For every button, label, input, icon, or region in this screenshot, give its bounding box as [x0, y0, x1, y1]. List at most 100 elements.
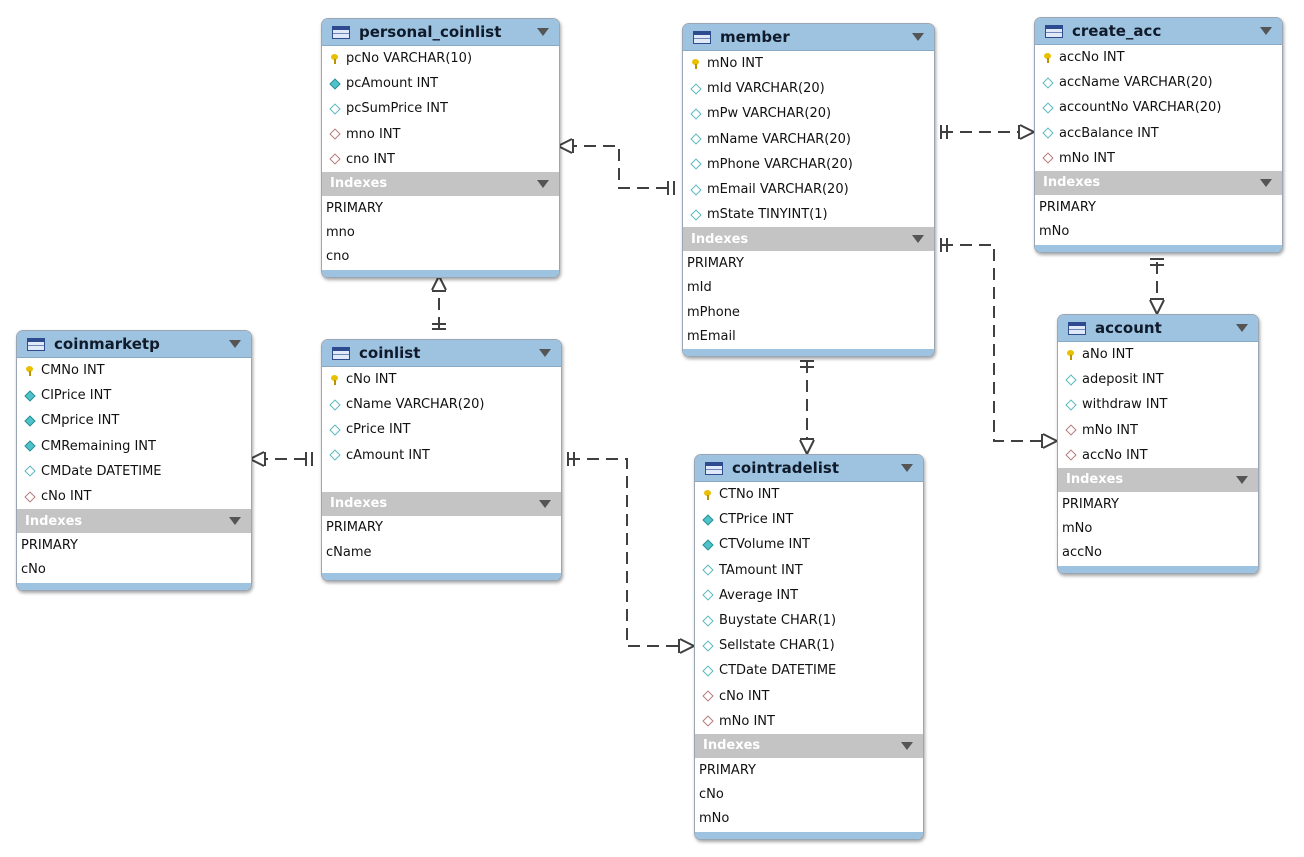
column-row[interactable]: pcAmount INT [322, 71, 559, 96]
indexes-header[interactable]: Indexes [695, 733, 923, 758]
column-row[interactable]: mNo INT [1035, 146, 1282, 171]
index-row[interactable]: PRIMARY [326, 200, 383, 216]
column-row[interactable]: mNo INT [695, 709, 923, 734]
table-header[interactable]: coinlist [322, 340, 561, 367]
table-header[interactable]: member [683, 24, 934, 51]
collapse-caret-icon[interactable] [1236, 324, 1248, 332]
index-row[interactable]: cName [326, 544, 372, 560]
column-row[interactable]: accNo INT [1035, 45, 1282, 70]
table-header[interactable]: create_acc [1035, 18, 1282, 45]
column-row[interactable]: mno INT [322, 122, 559, 147]
index-row[interactable]: mNo [1062, 520, 1093, 536]
column-row[interactable]: pcNo VARCHAR(10) [322, 46, 559, 71]
collapse-caret-icon[interactable] [1236, 475, 1248, 484]
indexes-header[interactable]: Indexes [683, 227, 934, 252]
column-row[interactable]: cPrice INT [322, 417, 561, 442]
column-row[interactable]: mState TINYINT(1) [683, 202, 934, 227]
table-header[interactable]: cointradelist [695, 455, 923, 482]
column-row[interactable]: adeposit INT [1058, 367, 1258, 392]
column-row[interactable]: pcSumPrice INT [322, 96, 559, 121]
table-header[interactable]: personal_coinlist [322, 19, 559, 46]
index-row[interactable]: cNo [699, 786, 724, 802]
column-icon [703, 590, 713, 600]
index-row[interactable]: mPhone [687, 304, 740, 320]
collapse-caret-icon[interactable] [1260, 178, 1272, 187]
column-row[interactable]: CMRemaining INT [17, 434, 251, 459]
index-row[interactable]: mno [326, 224, 355, 240]
index-row[interactable]: cno [326, 249, 350, 265]
collapse-caret-icon[interactable] [1260, 27, 1272, 35]
column-name: cName VARCHAR(20) [346, 397, 485, 413]
column-row[interactable]: mId VARCHAR(20) [683, 76, 934, 101]
index-row[interactable]: PRIMARY [326, 520, 383, 536]
index-row[interactable]: PRIMARY [1039, 199, 1096, 215]
collapse-caret-icon[interactable] [539, 349, 551, 357]
column-row[interactable]: cNo INT [17, 484, 251, 509]
collapse-caret-icon[interactable] [537, 28, 549, 36]
column-row[interactable]: Sellstate CHAR(1) [695, 633, 923, 658]
column-row[interactable]: withdraw INT [1058, 392, 1258, 417]
column-row[interactable]: Buystate CHAR(1) [695, 608, 923, 633]
table-header[interactable]: coinmarketp [17, 331, 251, 358]
index-row[interactable]: mEmail [687, 328, 736, 344]
indexes-header[interactable]: Indexes [322, 491, 561, 516]
index-row[interactable]: PRIMARY [21, 537, 78, 553]
column-row[interactable]: CTDate DATETIME [695, 658, 923, 683]
column-row[interactable]: accBalance INT [1035, 121, 1282, 146]
index-row[interactable]: mId [687, 280, 712, 296]
column-row[interactable]: CMNo INT [17, 358, 251, 383]
column-row[interactable]: mName VARCHAR(20) [683, 127, 934, 152]
column-row[interactable]: cNo INT [695, 684, 923, 709]
column-row[interactable]: mPw VARCHAR(20) [683, 101, 934, 126]
column-row[interactable]: CMDate DATETIME [17, 459, 251, 484]
column-row[interactable]: mNo INT [1058, 418, 1258, 443]
collapse-caret-icon[interactable] [539, 499, 551, 508]
column-row[interactable]: CTPrice INT [695, 507, 923, 532]
index-row[interactable]: mNo [699, 811, 730, 827]
column-row[interactable]: CMprice INT [17, 408, 251, 433]
column-row[interactable]: accNo INT [1058, 443, 1258, 468]
column-row[interactable]: accName VARCHAR(20) [1035, 70, 1282, 95]
collapse-caret-icon[interactable] [537, 179, 549, 188]
index-row[interactable]: PRIMARY [699, 762, 756, 778]
column-row[interactable]: TAmount INT [695, 558, 923, 583]
collapse-caret-icon[interactable] [912, 33, 924, 41]
column-row[interactable]: cNo INT [322, 367, 561, 392]
column-row[interactable]: cName VARCHAR(20) [322, 392, 561, 417]
column-row[interactable]: aNo INT [1058, 342, 1258, 367]
collapse-caret-icon[interactable] [229, 340, 241, 348]
table-icon [1045, 24, 1063, 38]
column-row[interactable]: Average INT [695, 583, 923, 608]
column-row[interactable]: mNo INT [683, 51, 934, 76]
column-row[interactable]: cAmount INT [322, 443, 561, 468]
index-row[interactable]: PRIMARY [1062, 496, 1119, 512]
index-row[interactable]: accNo [1062, 545, 1102, 561]
table-header[interactable]: account [1058, 315, 1258, 342]
column-row[interactable]: mEmail VARCHAR(20) [683, 177, 934, 202]
index-row[interactable]: cNo [21, 562, 46, 578]
indexes-header[interactable]: Indexes [1035, 170, 1282, 195]
indexes-header[interactable]: Indexes [322, 171, 559, 196]
indexes-header[interactable]: Indexes [17, 509, 251, 534]
indexes-header[interactable]: Indexes [1058, 467, 1258, 492]
column-row[interactable]: cno INT [322, 147, 559, 172]
collapse-caret-icon[interactable] [229, 517, 241, 526]
collapse-caret-icon[interactable] [901, 741, 913, 750]
column-row[interactable]: CTVolume INT [695, 532, 923, 557]
column-row[interactable]: CIPrice INT [17, 383, 251, 408]
collapse-caret-icon[interactable] [901, 464, 913, 472]
column-row[interactable]: mPhone VARCHAR(20) [683, 152, 934, 177]
column-row[interactable]: CTNo INT [695, 482, 923, 507]
index-row[interactable]: mNo [1039, 223, 1070, 239]
column-icon [330, 104, 340, 114]
collapse-caret-icon[interactable] [912, 235, 924, 244]
column-row[interactable]: accountNo VARCHAR(20) [1035, 95, 1282, 120]
index-row[interactable]: PRIMARY [687, 255, 744, 271]
